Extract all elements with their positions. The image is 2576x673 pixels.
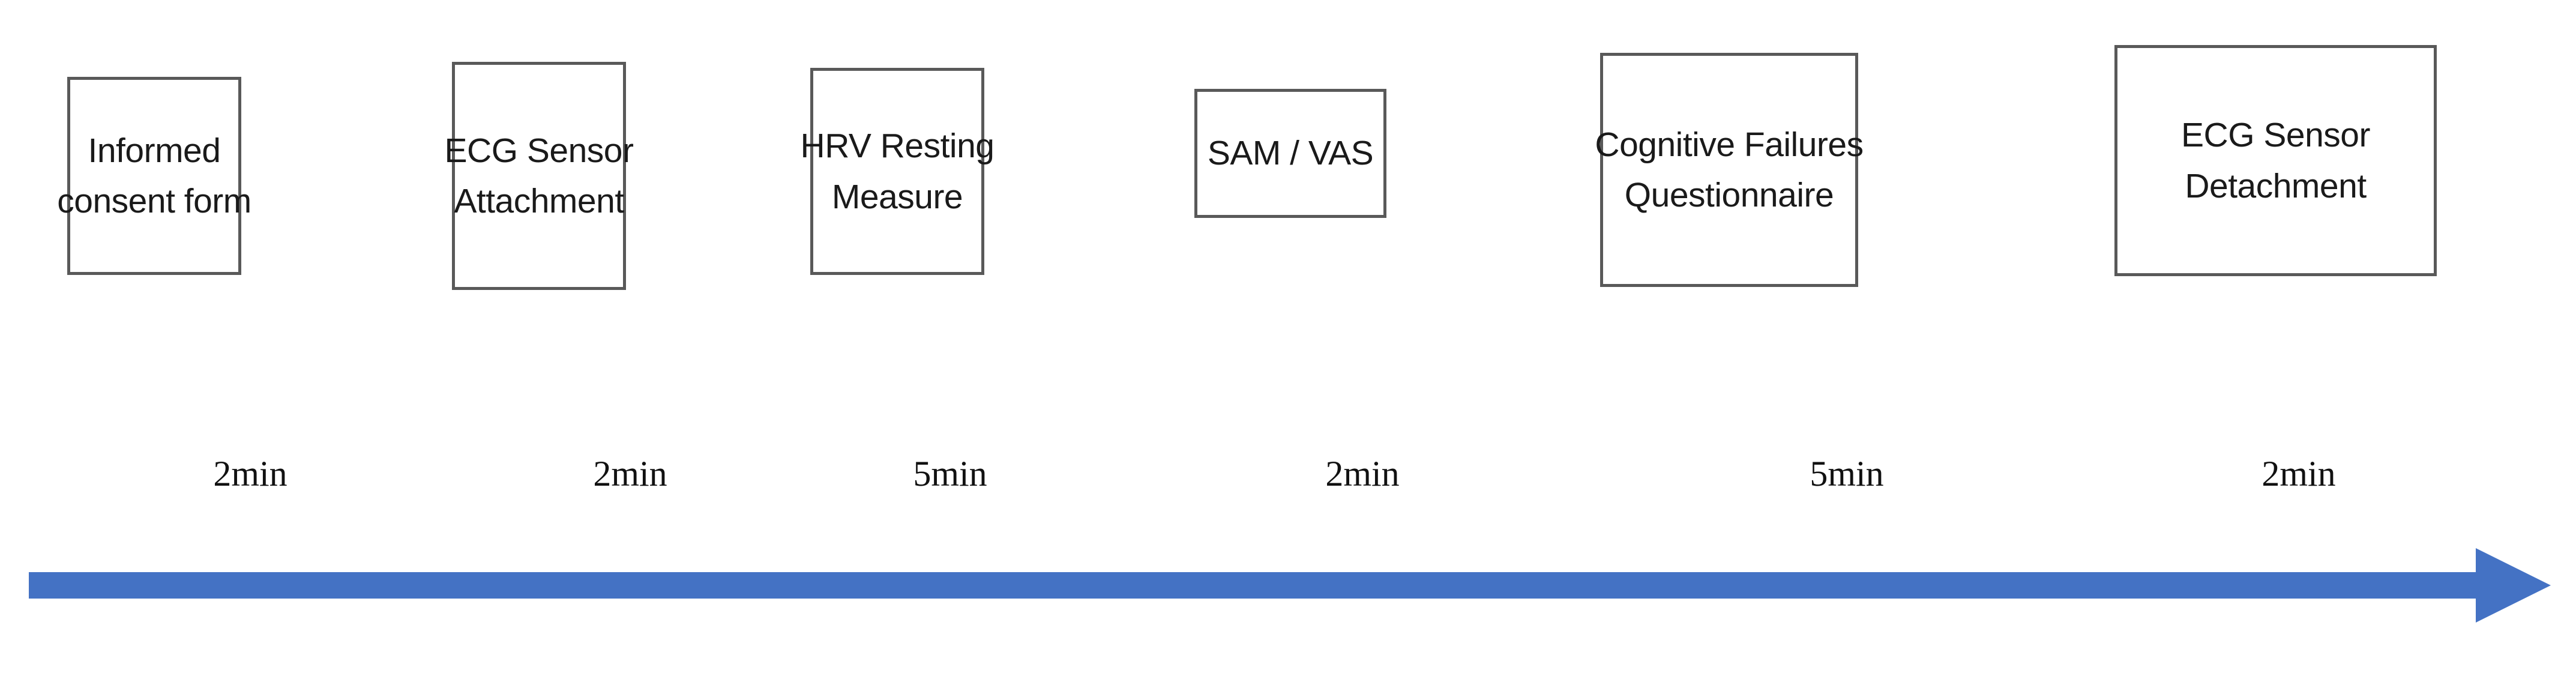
duration-label-ecg-sensor-detachment: 2min <box>2262 454 2336 493</box>
duration-label-cognitive-failures-questionnaire: 5min <box>1810 454 1884 493</box>
stage-box-ecg-sensor-attachment: ECG Sensor Attachment <box>445 62 634 290</box>
stage-label-line-1: SAM / VAS <box>1207 134 1374 173</box>
timeline-arrow-icon <box>29 548 2551 623</box>
stage-label-line-2: Measure <box>831 177 963 216</box>
stage-box-sam-vas: SAM / VAS <box>1194 89 1386 218</box>
stage-box-cognitive-failures-questionnaire: Cognitive Failures Questionnaire <box>1595 53 1864 287</box>
stage-label-line-1: ECG Sensor <box>444 131 634 170</box>
stage-label-line-2: Questionnaire <box>1624 176 1834 214</box>
duration-label-informed-consent-form: 2min <box>213 454 287 493</box>
duration-label-ecg-sensor-attachment: 2min <box>593 454 667 493</box>
stage-box-ecg-sensor-detachment: ECG Sensor Detachment <box>2114 45 2437 276</box>
stage-label-line-1: HRV Resting <box>800 127 995 166</box>
stage-label-line-1: Informed <box>88 131 221 170</box>
stage-label-line-1: ECG Sensor <box>2181 116 2370 155</box>
stage-box-hrv-resting-measure: HRV Resting Measure <box>801 68 995 275</box>
duration-label-sam-vas: 2min <box>1325 454 1400 493</box>
duration-label-hrv-resting-measure: 5min <box>913 454 987 493</box>
stage-label-line-1: Cognitive Failures <box>1595 125 1864 164</box>
stage-label-line-2: consent form <box>57 182 251 220</box>
stage-label-line-2: Detachment <box>2185 166 2367 205</box>
stage-label-line-2: Attachment <box>454 182 624 220</box>
stage-box-informed-consent-form: Informed consent form <box>57 77 251 275</box>
